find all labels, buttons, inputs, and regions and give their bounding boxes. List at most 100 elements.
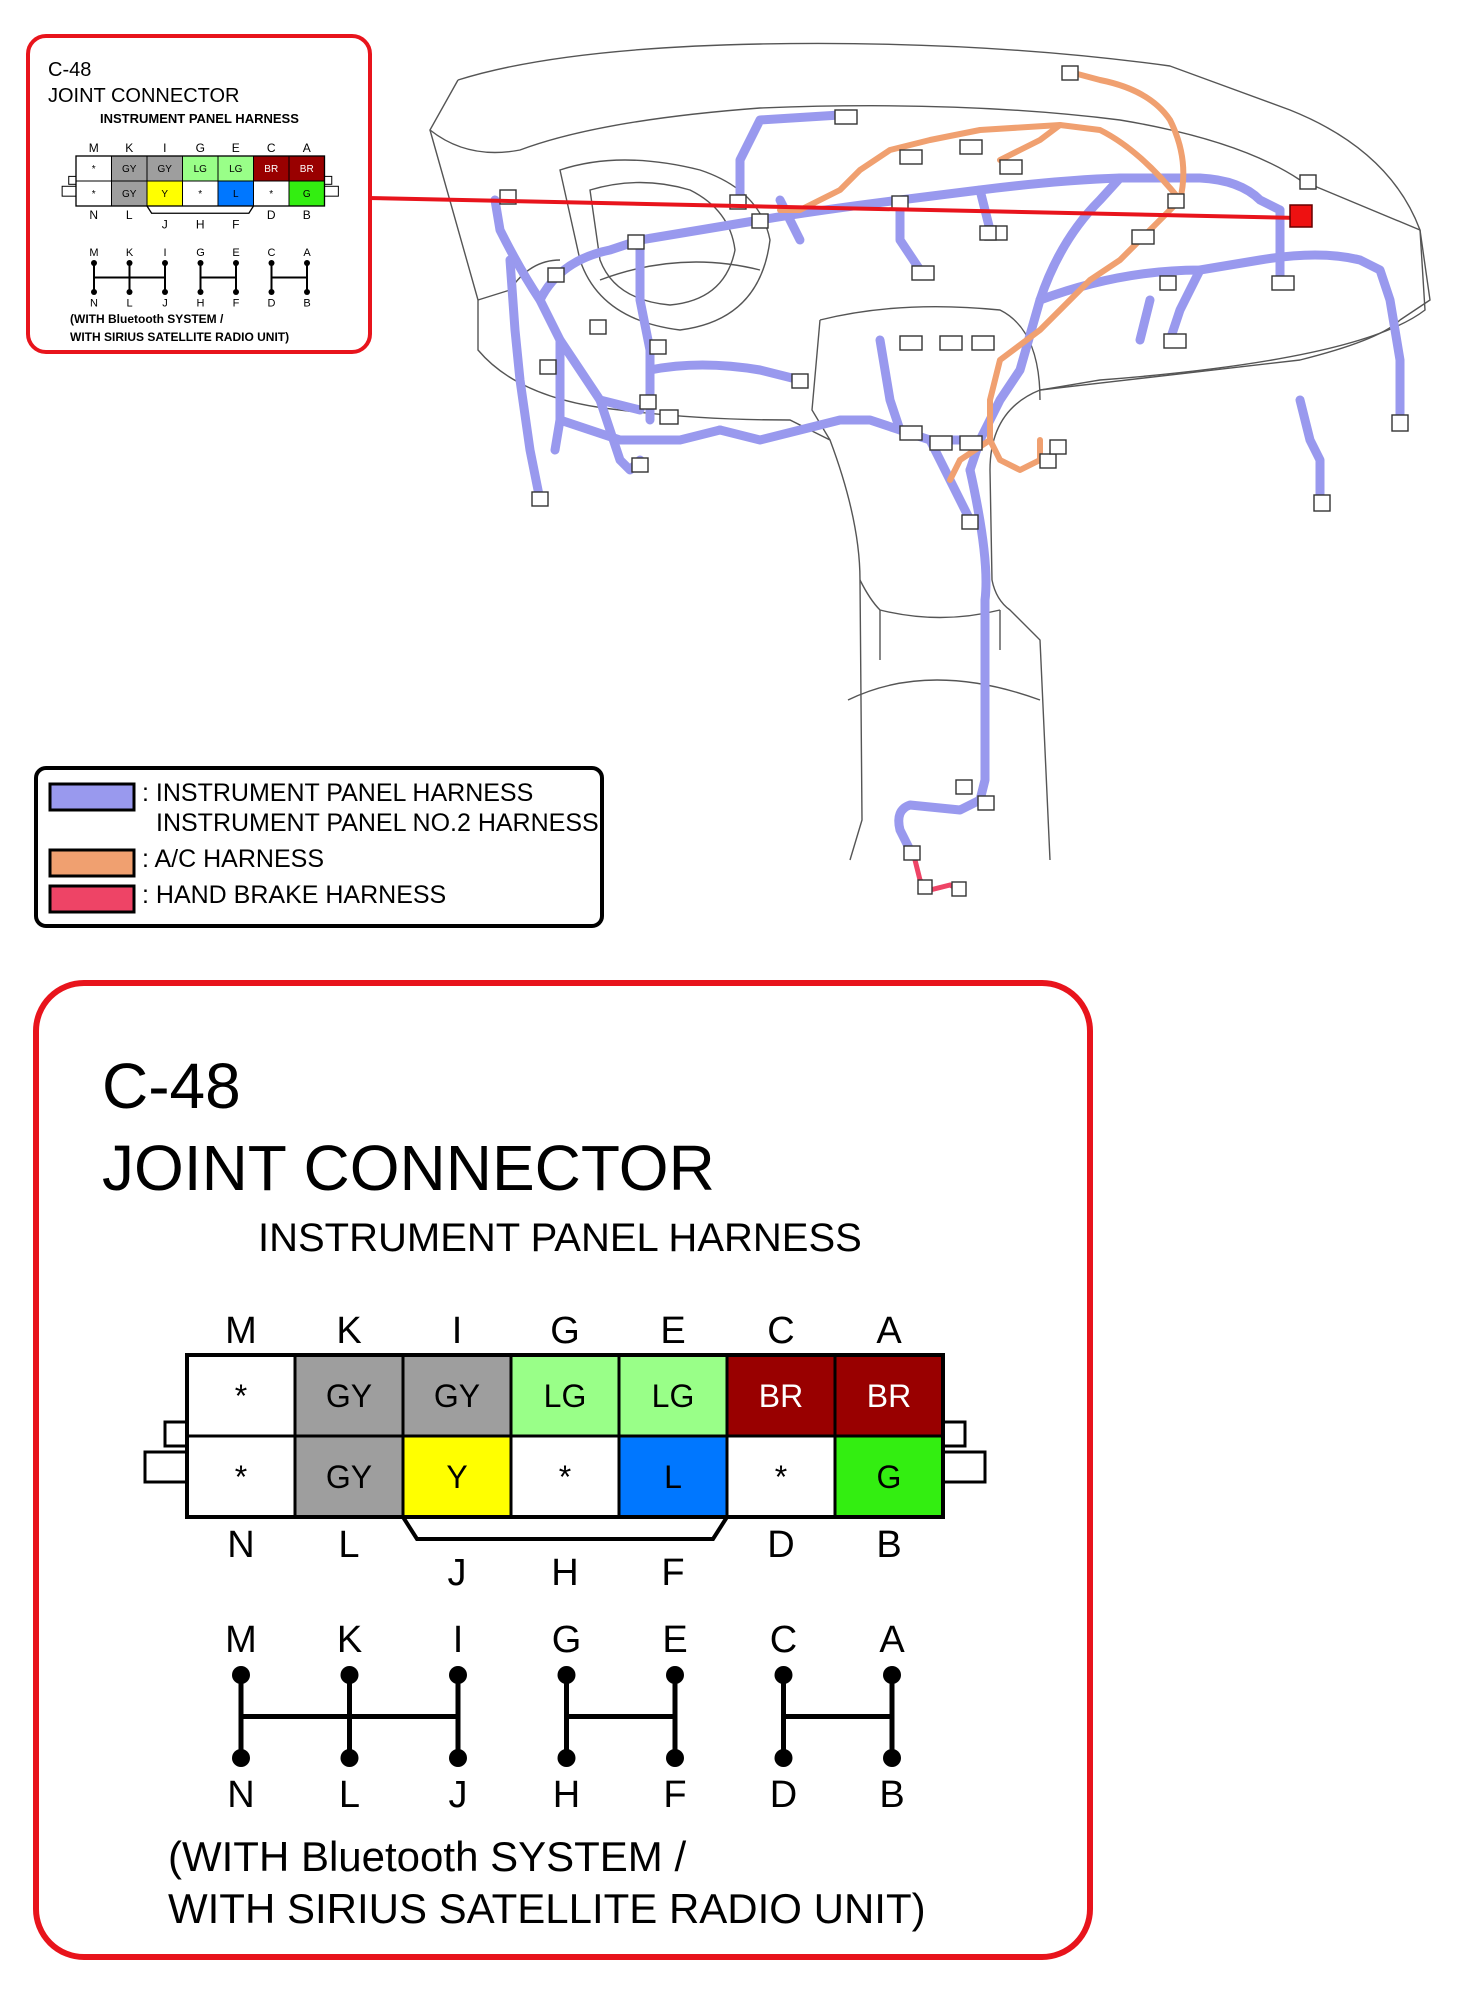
large-top-label-a: A	[876, 1310, 902, 1352]
small-joint-top-label-m: M	[89, 247, 98, 259]
legend-ip-harness-line1: : INSTRUMENT PANEL HARNESS	[142, 779, 534, 807]
small-connector-outline	[75, 155, 326, 207]
large-joint-bottom-label-n: N	[227, 1774, 254, 1816]
small-joint-pin-g	[197, 260, 204, 266]
harness-connectors	[499, 65, 1409, 897]
small-bottom-label-d: D	[267, 208, 276, 222]
small-joint-bottom-label-l: L	[126, 298, 132, 310]
large-joint-pin-i	[449, 1666, 467, 1684]
large-joint-top-label-a: A	[879, 1619, 905, 1661]
c48-connector-marker	[1289, 204, 1313, 228]
small-joint-bottom-label-j: J	[162, 298, 168, 310]
large-joint-pin-n	[232, 1749, 250, 1767]
large-joint-pin-c	[774, 1666, 793, 1684]
small-pin-a-color: BR	[300, 164, 314, 175]
small-top-label-m: M	[89, 141, 99, 155]
large-pin-i-color: GY	[434, 1378, 480, 1414]
connector-name: JOINT CONNECTOR	[102, 1132, 715, 1204]
callout-leader-line	[367, 196, 1301, 220]
large-pin-h-color: *	[559, 1459, 571, 1495]
small-joint-bottom-label-h: H	[197, 298, 205, 310]
small-joint-top-label-a: A	[303, 247, 311, 259]
note-line2: WITH SIRIUS SATELLITE RADIO UNIT)	[168, 1885, 926, 1932]
small-bottom-label-l: L	[126, 208, 133, 222]
small-top-label-i: I	[163, 141, 166, 155]
large-joint-pin-e	[666, 1666, 684, 1684]
small-pin-j-color: Y	[161, 189, 168, 200]
large-pin-l-color: GY	[326, 1459, 372, 1495]
large-pin-j-color: Y	[446, 1459, 467, 1495]
small-joint-pin-h	[197, 289, 204, 295]
small-joint-pin-i	[162, 260, 168, 266]
small-pin-h-color: *	[198, 189, 202, 200]
large-joint-top-label-i: I	[453, 1619, 464, 1661]
small-connector-name: JOINT CONNECTOR	[48, 85, 240, 107]
small-connector-id: C-48	[48, 59, 92, 81]
large-pin-k-cell	[293, 1353, 405, 1438]
small-pin-i-color: GY	[158, 164, 173, 175]
large-joint-pin-k	[340, 1666, 359, 1684]
small-joint-top-label-c: C	[268, 247, 276, 259]
small-joint-pin-m	[91, 260, 97, 266]
small-joint-pin-f	[233, 289, 239, 295]
large-joint-bottom-label-j: J	[449, 1774, 468, 1816]
legend-box	[34, 766, 604, 928]
small-right-tab-lower	[324, 185, 339, 197]
small-bottom-label-h: H	[196, 217, 205, 231]
large-joint-top-label-k: K	[337, 1619, 362, 1661]
large-joint-pin-f	[666, 1749, 684, 1767]
large-bottom-label-f: F	[661, 1552, 684, 1594]
legend-swatch-2	[48, 848, 136, 878]
small-bottom-label-n: N	[89, 208, 98, 222]
small-pin-l-color: GY	[122, 189, 137, 200]
large-pin-c-cell	[725, 1353, 837, 1438]
small-pin-m-color: *	[92, 164, 96, 175]
small-connector-key	[146, 205, 255, 214]
small-joint-bottom-label-f: F	[233, 298, 240, 310]
large-pin-c-color: BR	[759, 1378, 803, 1414]
small-right-tab-upper	[324, 175, 333, 185]
small-joint-pin-a	[304, 260, 310, 266]
large-joint-bottom-label-b: B	[879, 1774, 904, 1816]
large-left-tab-lower	[143, 1450, 189, 1484]
small-top-label-g: G	[196, 141, 205, 155]
legend-ac-harness: : A/C HARNESS	[142, 845, 324, 873]
small-note-line2: WITH SIRIUS SATELLITE RADIO UNIT)	[70, 330, 290, 344]
note-line1: (WITH Bluetooth SYSTEM /	[168, 1833, 687, 1880]
large-top-label-m: M	[225, 1310, 257, 1352]
connector-id: C-48	[102, 1050, 241, 1122]
large-joint-pin-a	[883, 1666, 901, 1684]
small-top-label-e: E	[232, 141, 240, 155]
small-bottom-label-f: F	[232, 217, 239, 231]
large-joint-top-label-g: G	[552, 1619, 582, 1661]
small-top-label-a: A	[303, 141, 311, 155]
small-joint-top-label-i: I	[163, 247, 166, 259]
small-joint-bottom-label-n: N	[90, 298, 98, 310]
small-pin-k-cell	[111, 155, 148, 182]
small-pin-j-cell	[146, 180, 183, 207]
small-joint-pin-n	[91, 289, 97, 295]
instrument-panel-drawing	[429, 42, 1431, 861]
large-pin-k-color: GY	[326, 1378, 372, 1414]
large-joint-bottom-label-l: L	[339, 1774, 360, 1816]
large-pin-e-color: LG	[652, 1378, 695, 1414]
small-pin-k-color: GY	[122, 164, 137, 175]
small-pin-g-color: LG	[194, 164, 208, 175]
small-pin-b-cell	[288, 180, 325, 207]
large-left-tab-upper	[163, 1420, 189, 1448]
large-top-label-i: I	[452, 1310, 463, 1352]
small-harness-name: INSTRUMENT PANEL HARNESS	[100, 111, 299, 126]
small-pin-c-color: BR	[264, 164, 278, 175]
large-pin-d-color: *	[775, 1459, 787, 1495]
large-pin-m-color: *	[235, 1378, 247, 1414]
large-joint-bottom-label-h: H	[553, 1774, 580, 1816]
large-bottom-label-n: N	[227, 1524, 254, 1566]
large-top-label-k: K	[336, 1310, 361, 1352]
large-joint-top-label-e: E	[662, 1619, 687, 1661]
large-joint-pin-m	[232, 1666, 250, 1684]
large-bottom-label-d: D	[767, 1524, 794, 1566]
small-joint-bottom-label-b: B	[303, 298, 310, 310]
large-pin-f-color: L	[664, 1459, 682, 1495]
